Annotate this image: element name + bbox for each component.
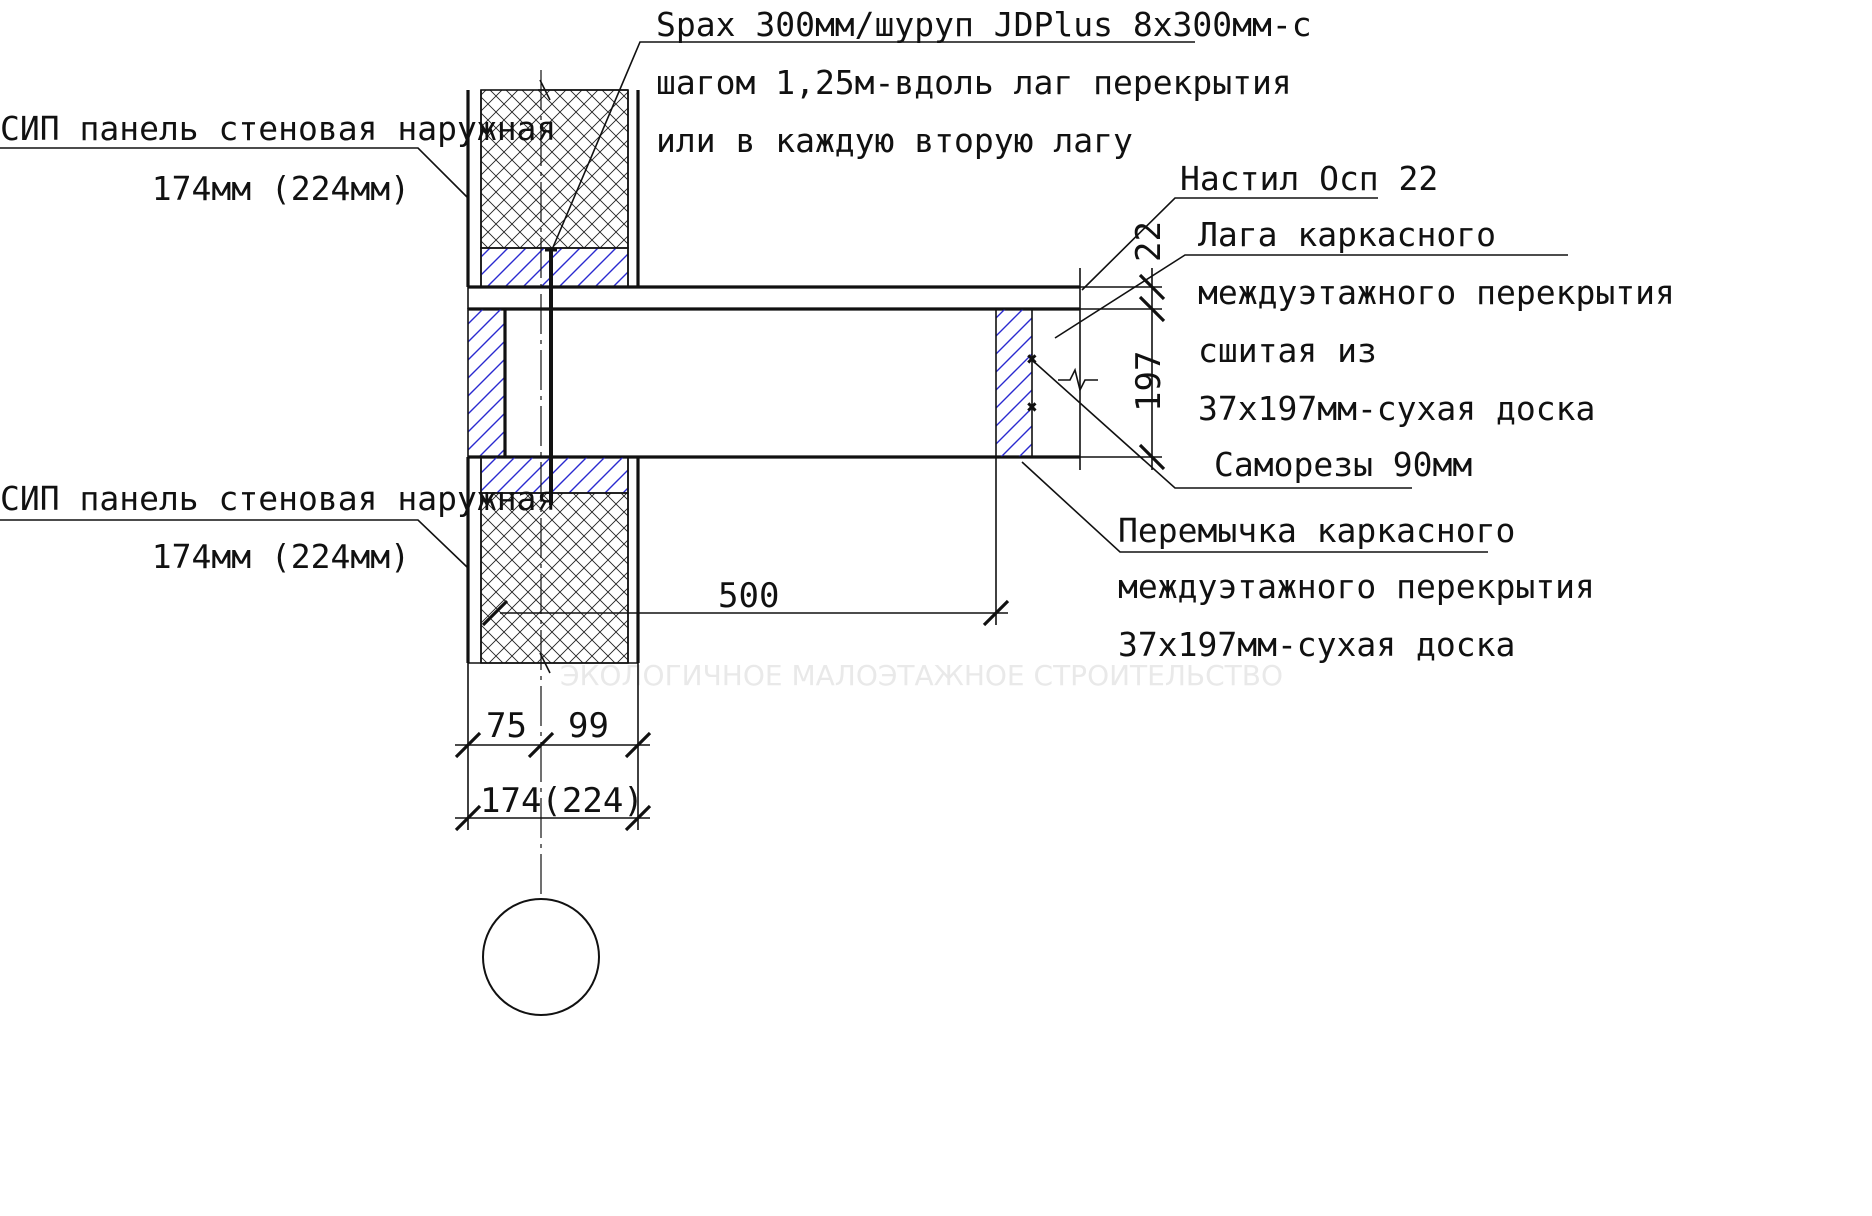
wall-dimensions: 75 99 174(224) — [454, 663, 652, 832]
outer-part-dim: 75 — [486, 706, 527, 746]
lower-sip-panel — [466, 456, 640, 674]
watermark-tagline: ЭКОЛОГИЧНОЕ МАЛОЭТАЖНОЕ СТРОИТЕЛЬСТВО — [560, 659, 1283, 692]
joist-label-line4: 37х197мм-сухая доска — [1198, 389, 1595, 428]
axis-bubble — [482, 898, 600, 1016]
self-tapping-screw-mark-1: ✖ — [1026, 352, 1038, 368]
sip-lower-label-line2: 174мм (224мм) — [152, 537, 410, 576]
upper-bottom-plate — [480, 247, 629, 288]
deck-thickness-dim: 22 — [1129, 221, 1169, 262]
upper-sip-panel — [466, 79, 640, 288]
screw-label-line2: шагом 1,25м-вдоль лаг перекрытия — [656, 63, 1292, 102]
upper-break-mark — [538, 79, 628, 101]
joist-board — [995, 308, 1033, 458]
rim-label-line2: междуэтажного перекрытия — [1118, 567, 1595, 606]
sip-lower-label-line1: СИП панель стеновая наружная — [0, 479, 556, 518]
screw-label-line1: Spax 300мм/шуруп JDPlus 8x300мм-с — [656, 5, 1312, 44]
horizontal-dimension-500: 500 — [481, 457, 1010, 627]
self-tapping-screw-mark-2: ✖ — [1026, 400, 1038, 416]
rim-beam — [467, 308, 506, 458]
leaders — [0, 41, 1568, 568]
joist-label-line2: междуэтажного перекрытия — [1198, 273, 1675, 312]
joist-label-line3: сшитая из — [1198, 331, 1377, 370]
self-tapping-label: Саморезы 90мм — [1214, 445, 1472, 484]
floor-frame: ✖ ✖ — [467, 308, 1080, 459]
rim-label-line1: Перемычка каркасного — [1118, 511, 1515, 550]
sip-upper-label-line1: СИП панель стеновая наружная — [0, 109, 556, 148]
inner-part-dim: 99 — [568, 706, 609, 746]
upper-insulation-core — [480, 89, 629, 249]
osb-deck — [467, 268, 1081, 470]
deck-label: Настил Осп 22 — [1180, 159, 1438, 198]
lower-insulation-core — [480, 492, 629, 664]
rim-label-line3: 37х197мм-сухая доска — [1118, 625, 1515, 664]
floor-wall-junction-drawing: ЭКОЛОГИЧНОЕ МАЛОЭТАЖНОЕ СТРОИТЕЛЬСТВО ✖ … — [0, 5, 1675, 1016]
vertical-dimensions: 22 197 — [1058, 221, 1169, 471]
joist-height-dim: 197 — [1129, 351, 1169, 412]
screw-label-line3: или в каждую вторую лагу — [656, 121, 1133, 160]
lower-break-mark — [468, 652, 638, 674]
total-wall-dim: 174(224) — [480, 781, 644, 821]
joist-label-line1: Лага каркасного — [1198, 215, 1496, 254]
sip-upper-label-line2: 174мм (224мм) — [152, 169, 410, 208]
joist-offset-dim: 500 — [718, 576, 779, 616]
